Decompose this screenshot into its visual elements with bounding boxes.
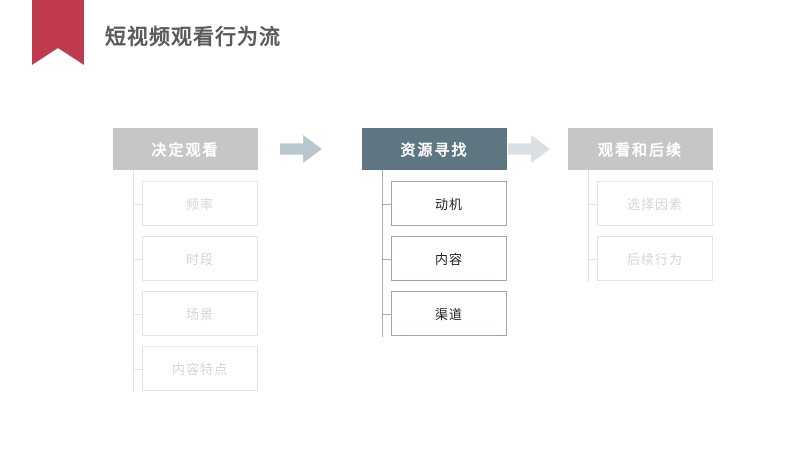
item-list-column-1: 频率 时段 场景 内容特点 — [134, 181, 258, 401]
column-header-decide-watch[interactable]: 决定观看 — [113, 128, 258, 170]
list-item[interactable]: 场景 — [134, 291, 258, 336]
column-header-resource-seeking[interactable]: 资源寻找 — [362, 128, 507, 170]
list-item[interactable]: 后续行为 — [589, 236, 713, 281]
item-list-column-2: 动机 内容 渠道 — [383, 181, 507, 346]
arrow-right-icon — [280, 135, 322, 163]
flow-column-resource-seeking: 资源寻找 动机 内容 渠道 — [362, 128, 507, 337]
list-item[interactable]: 时段 — [134, 236, 258, 281]
list-item[interactable]: 频率 — [134, 181, 258, 226]
list-item[interactable]: 内容 — [383, 236, 507, 281]
arrow-right-icon — [508, 135, 550, 163]
connector-rail-column-2 — [382, 170, 383, 337]
connector-rail-column-1 — [133, 170, 134, 392]
connector-rail-column-3 — [588, 170, 589, 282]
title-bar: 短视频观看行为流 — [0, 0, 800, 90]
list-item[interactable]: 内容特点 — [134, 346, 258, 391]
list-item[interactable]: 动机 — [383, 181, 507, 226]
item-list-column-3: 选择因素 后续行为 — [589, 181, 713, 291]
column-header-watch-and-after[interactable]: 观看和后续 — [568, 128, 713, 170]
list-item[interactable]: 选择因素 — [589, 181, 713, 226]
flow-column-watch-and-after: 观看和后续 选择因素 后续行为 — [568, 128, 713, 282]
page-title: 短视频观看行为流 — [105, 26, 281, 49]
flow-column-decide-watch: 决定观看 频率 时段 场景 内容特点 — [113, 128, 258, 392]
list-item[interactable]: 渠道 — [383, 291, 507, 336]
